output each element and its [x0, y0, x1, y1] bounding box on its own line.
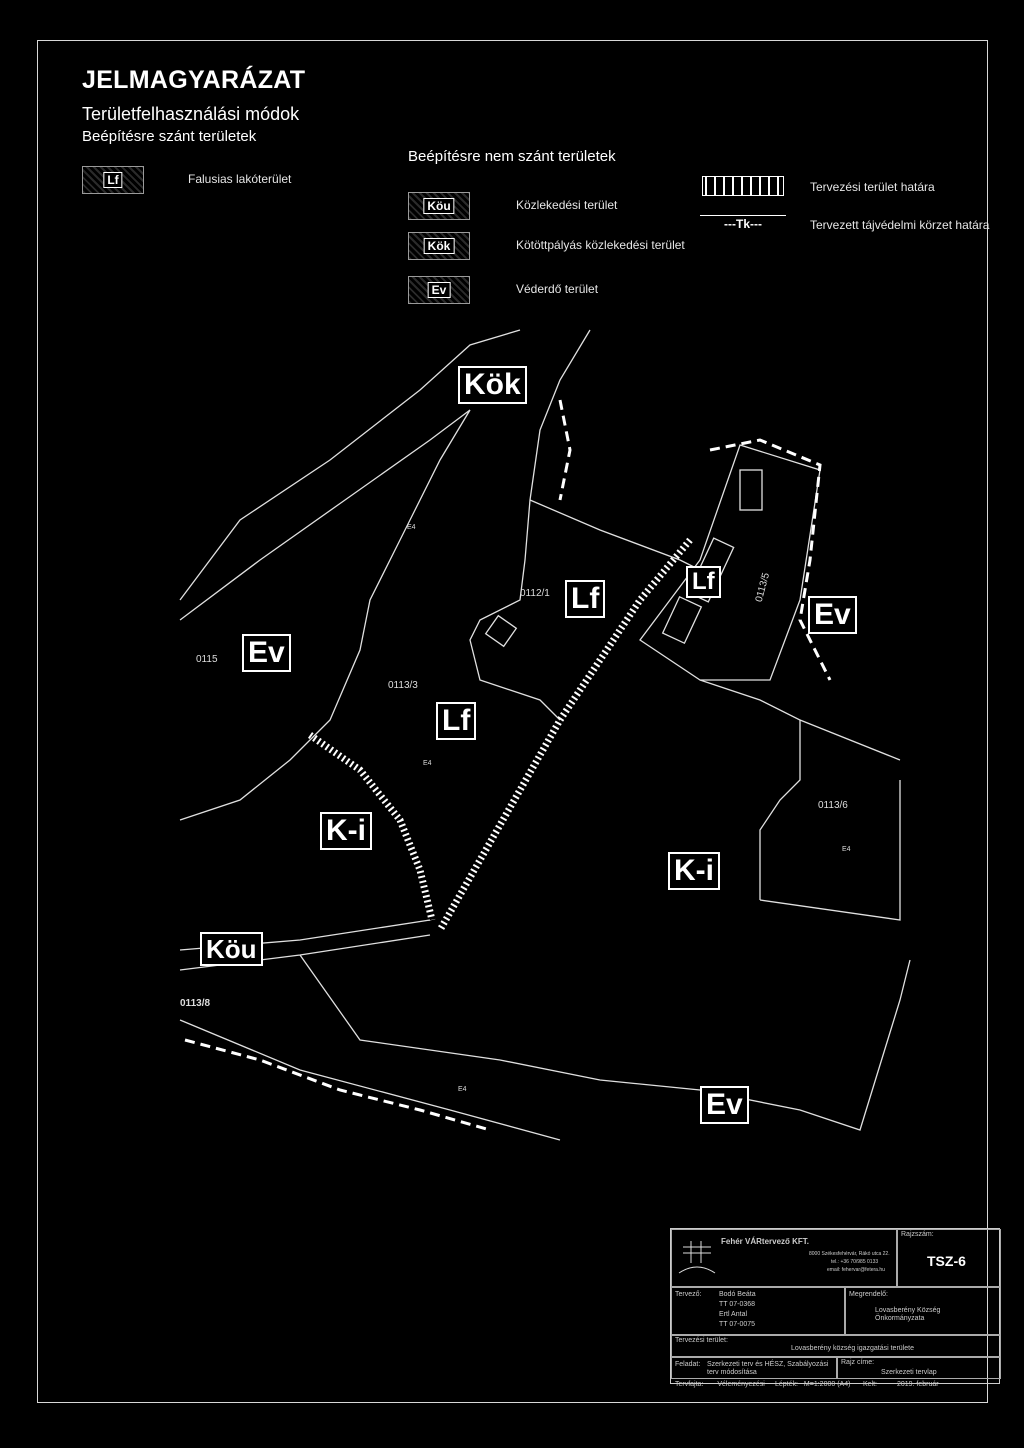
date-value: 2019. február — [896, 1381, 939, 1388]
map-line — [179, 409, 471, 821]
landscape-symbol: ---Tk--- — [700, 215, 786, 232]
tk-boundary — [184, 1038, 491, 1132]
date-label: Kelt: — [863, 1381, 878, 1388]
area-value: Lovasberény község igazgatási területe — [791, 1345, 914, 1352]
tk-boundary — [709, 438, 832, 681]
task-line: Szerkezeti terv és HÉSZ, Szabályozási — [707, 1361, 829, 1368]
map-line — [639, 444, 821, 681]
company-name: Fehér VÁRtervező KFT. — [721, 1237, 810, 1246]
boundary-symbol — [702, 176, 784, 196]
drawing-title: Szerkezeti tervlap — [881, 1369, 937, 1376]
map-line — [179, 1019, 561, 1141]
date: Kelt: 2019. február — [863, 1381, 939, 1388]
area-label: Tervezési terület: — [675, 1337, 728, 1344]
parcel-code: E4 — [458, 1086, 467, 1093]
legend-swatch-kou: Köu — [408, 192, 470, 220]
zone-label-ev-right: Ev — [808, 596, 857, 634]
legend-label-ev: Véderdő terület — [516, 282, 599, 296]
landscape-label: Tervezett tájvédelmi körzet határa — [810, 218, 990, 232]
designer-line: TT 07-0368 — [719, 1301, 756, 1308]
drawing-number: TSZ-6 — [927, 1253, 966, 1269]
map-line — [179, 409, 471, 621]
company-mail: email: fehervar@fetera.hu — [827, 1267, 885, 1273]
parcel-number: 0115 — [196, 654, 218, 665]
task-label: Feladat: — [675, 1361, 701, 1368]
client-line: Lovasberény Község — [875, 1307, 941, 1314]
tk-boundary — [558, 399, 572, 501]
company-logo — [678, 1241, 716, 1274]
designer-line: Bodó Beáta — [719, 1291, 756, 1298]
area-cell — [671, 1335, 1001, 1357]
map-line — [179, 329, 521, 601]
designer-cell — [671, 1287, 845, 1335]
boundary-label: Tervezési terület határa — [810, 180, 935, 194]
plan-type-value: Véleményezési — [717, 1381, 765, 1388]
map-line — [799, 719, 901, 761]
task-line: terv módosítása — [707, 1369, 757, 1376]
drawing-number-cell — [897, 1229, 1001, 1287]
parcel-code: E4 — [842, 846, 851, 853]
plan-type: Tervfajta: Véleményezési — [675, 1381, 765, 1388]
company-address: 8000 Székesfehérvár, Rákó utca 22. — [809, 1251, 890, 1257]
map-line — [529, 499, 701, 571]
title-block: Fehér VÁRtervező KFT. 8000 Székesfehérvá… — [670, 1228, 1001, 1388]
zone-label-kok: Kök — [458, 366, 527, 404]
task-cell — [671, 1357, 837, 1379]
legend-swatch-ev: Ev — [408, 276, 470, 304]
zone-label-lf-center: Lf — [565, 580, 606, 618]
parcel-number: 0113/8 — [180, 998, 211, 1009]
drawing-frame — [37, 40, 988, 1403]
parcel-code: E4 — [407, 524, 416, 531]
zone-label-ki-right: K-i — [668, 852, 720, 890]
parcel-number: 0113/6 — [818, 800, 848, 811]
client-line: Önkormányzata — [875, 1315, 925, 1322]
legend-subheading: Területfelhasználási módok — [82, 104, 300, 124]
designer-label: Tervező: — [675, 1291, 702, 1298]
parcel-code: E4 — [423, 760, 432, 767]
drawing-title-label: Rajz címe: — [841, 1359, 875, 1366]
map-building — [661, 595, 703, 645]
designer-line: Ertl Antal — [719, 1311, 748, 1318]
legend-label-kok: Kötöttpályás közlekedési terület — [516, 238, 685, 252]
company-cell — [671, 1229, 897, 1287]
map-line — [699, 679, 801, 900]
parcel-number: 0112/1 — [520, 588, 550, 599]
nonbuilt-heading: Beépítésre nem szánt területek — [408, 148, 616, 165]
drawing-title-cell — [837, 1357, 1001, 1379]
scale-value: M=1:2000 (A4) — [803, 1381, 851, 1388]
railway-band — [307, 732, 436, 921]
legend-swatch-lf: Lf — [82, 166, 144, 194]
zone-label-ev-left: Ev — [242, 634, 291, 672]
zone-label-lf-lower: Lf — [436, 702, 477, 740]
zone-label-ki-left: K-i — [320, 812, 372, 850]
legend-label-kou: Közlekedési terület — [516, 198, 618, 212]
zone-label-kou: Köu — [200, 932, 263, 966]
zone-label-ev-bottom: Ev — [700, 1086, 749, 1124]
legend-swatch-kok: Kök — [408, 232, 470, 260]
built-heading: Beépítésre szánt területek — [82, 128, 257, 145]
parcel-number: 0113/3 — [388, 680, 418, 691]
client-cell — [845, 1287, 1001, 1335]
map-line — [759, 780, 901, 921]
company-tel: tel.: +36 70/985 0133 — [831, 1259, 879, 1265]
client-label: Megrendelő: — [849, 1291, 888, 1298]
legend-label-lf: Falusias lakóterület — [188, 172, 292, 186]
scale: Lépték: M=1:2000 (A4) — [775, 1381, 850, 1388]
drawing-number-label: Rajzszám: — [901, 1231, 934, 1238]
designer-line: TT 07-0075 — [719, 1321, 756, 1328]
legend-heading: JELMAGYARÁZAT — [82, 66, 306, 94]
plan-type-label: Tervfajta: — [675, 1381, 704, 1388]
map-building — [739, 469, 763, 511]
map-building — [484, 614, 518, 648]
scale-label: Lépték: — [775, 1381, 798, 1388]
zone-label-lf-small: Lf — [686, 566, 721, 598]
map-line — [469, 329, 591, 721]
